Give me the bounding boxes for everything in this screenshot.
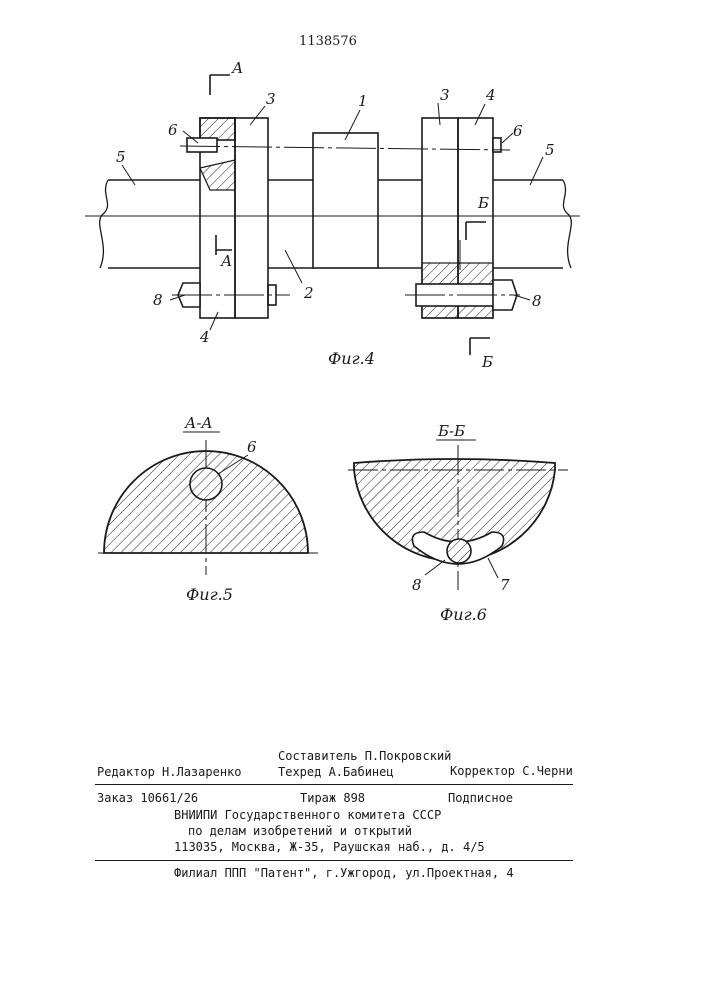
colophon-rule-top xyxy=(95,784,573,785)
figure-6-title: Б-Б xyxy=(437,422,465,440)
patent-number: 1138576 xyxy=(299,34,357,49)
figure-5-section: А-А 6 Фиг.5 xyxy=(98,414,318,604)
section-a-label-lower: А xyxy=(220,252,232,270)
figure-4-caption: Фиг.4 xyxy=(328,349,375,368)
figure-5-title: А-А xyxy=(184,414,213,432)
label-3-left: 3 xyxy=(266,90,276,108)
axis-lines xyxy=(85,146,580,295)
figure-6-caption: Фиг.6 xyxy=(440,605,487,624)
label-8-left: 8 xyxy=(153,291,163,309)
org-address-line: 113035, Москва, Ж-35, Раушская наб., д. … xyxy=(174,840,485,854)
label-8-fig6: 8 xyxy=(412,576,422,594)
figure-6-section: Б-Б 8 7 Фиг.6 xyxy=(348,422,568,624)
label-7-fig6: 7 xyxy=(500,576,510,594)
section-a-label: А xyxy=(231,59,243,77)
figure-5-caption: Фиг.5 xyxy=(186,585,233,604)
org-line-1: ВНИИПИ Государственного комитета СССР xyxy=(174,808,441,822)
section-b-label-lower: Б xyxy=(481,353,493,371)
label-6-fig5: 6 xyxy=(247,438,257,456)
label-5-left: 5 xyxy=(116,148,126,166)
figure-4-assembly xyxy=(100,118,572,318)
techred-line: Техред А.Бабинец xyxy=(278,765,394,779)
subscription-line: Подписное xyxy=(448,791,513,805)
label-2: 2 xyxy=(303,284,314,302)
label-6-right: 6 xyxy=(513,122,523,140)
label-8-right: 8 xyxy=(532,292,542,310)
circulation-line: Тираж 898 xyxy=(300,791,365,805)
label-4-left: 4 xyxy=(199,328,210,346)
compiler-line: Составитель П.Покровский xyxy=(278,749,451,763)
branch-line: Филиал ППП "Патент", г.Ужгород, ул.Проек… xyxy=(174,866,514,880)
label-3-right: 3 xyxy=(440,86,450,104)
label-1: 1 xyxy=(358,92,368,110)
order-line: Заказ 10661/26 xyxy=(97,791,198,805)
section-b-label: Б xyxy=(477,194,489,212)
editor-line: Редактор Н.Лазаренко xyxy=(97,765,242,779)
corrector-line: Корректор С.Черни xyxy=(450,764,573,778)
colophon-rule-bottom xyxy=(95,860,573,861)
label-6-left: 6 xyxy=(168,121,178,139)
label-5-right: 5 xyxy=(545,141,555,159)
org-line-2: по делам изобретений и открытий xyxy=(188,824,412,838)
label-4-right: 4 xyxy=(485,86,496,104)
